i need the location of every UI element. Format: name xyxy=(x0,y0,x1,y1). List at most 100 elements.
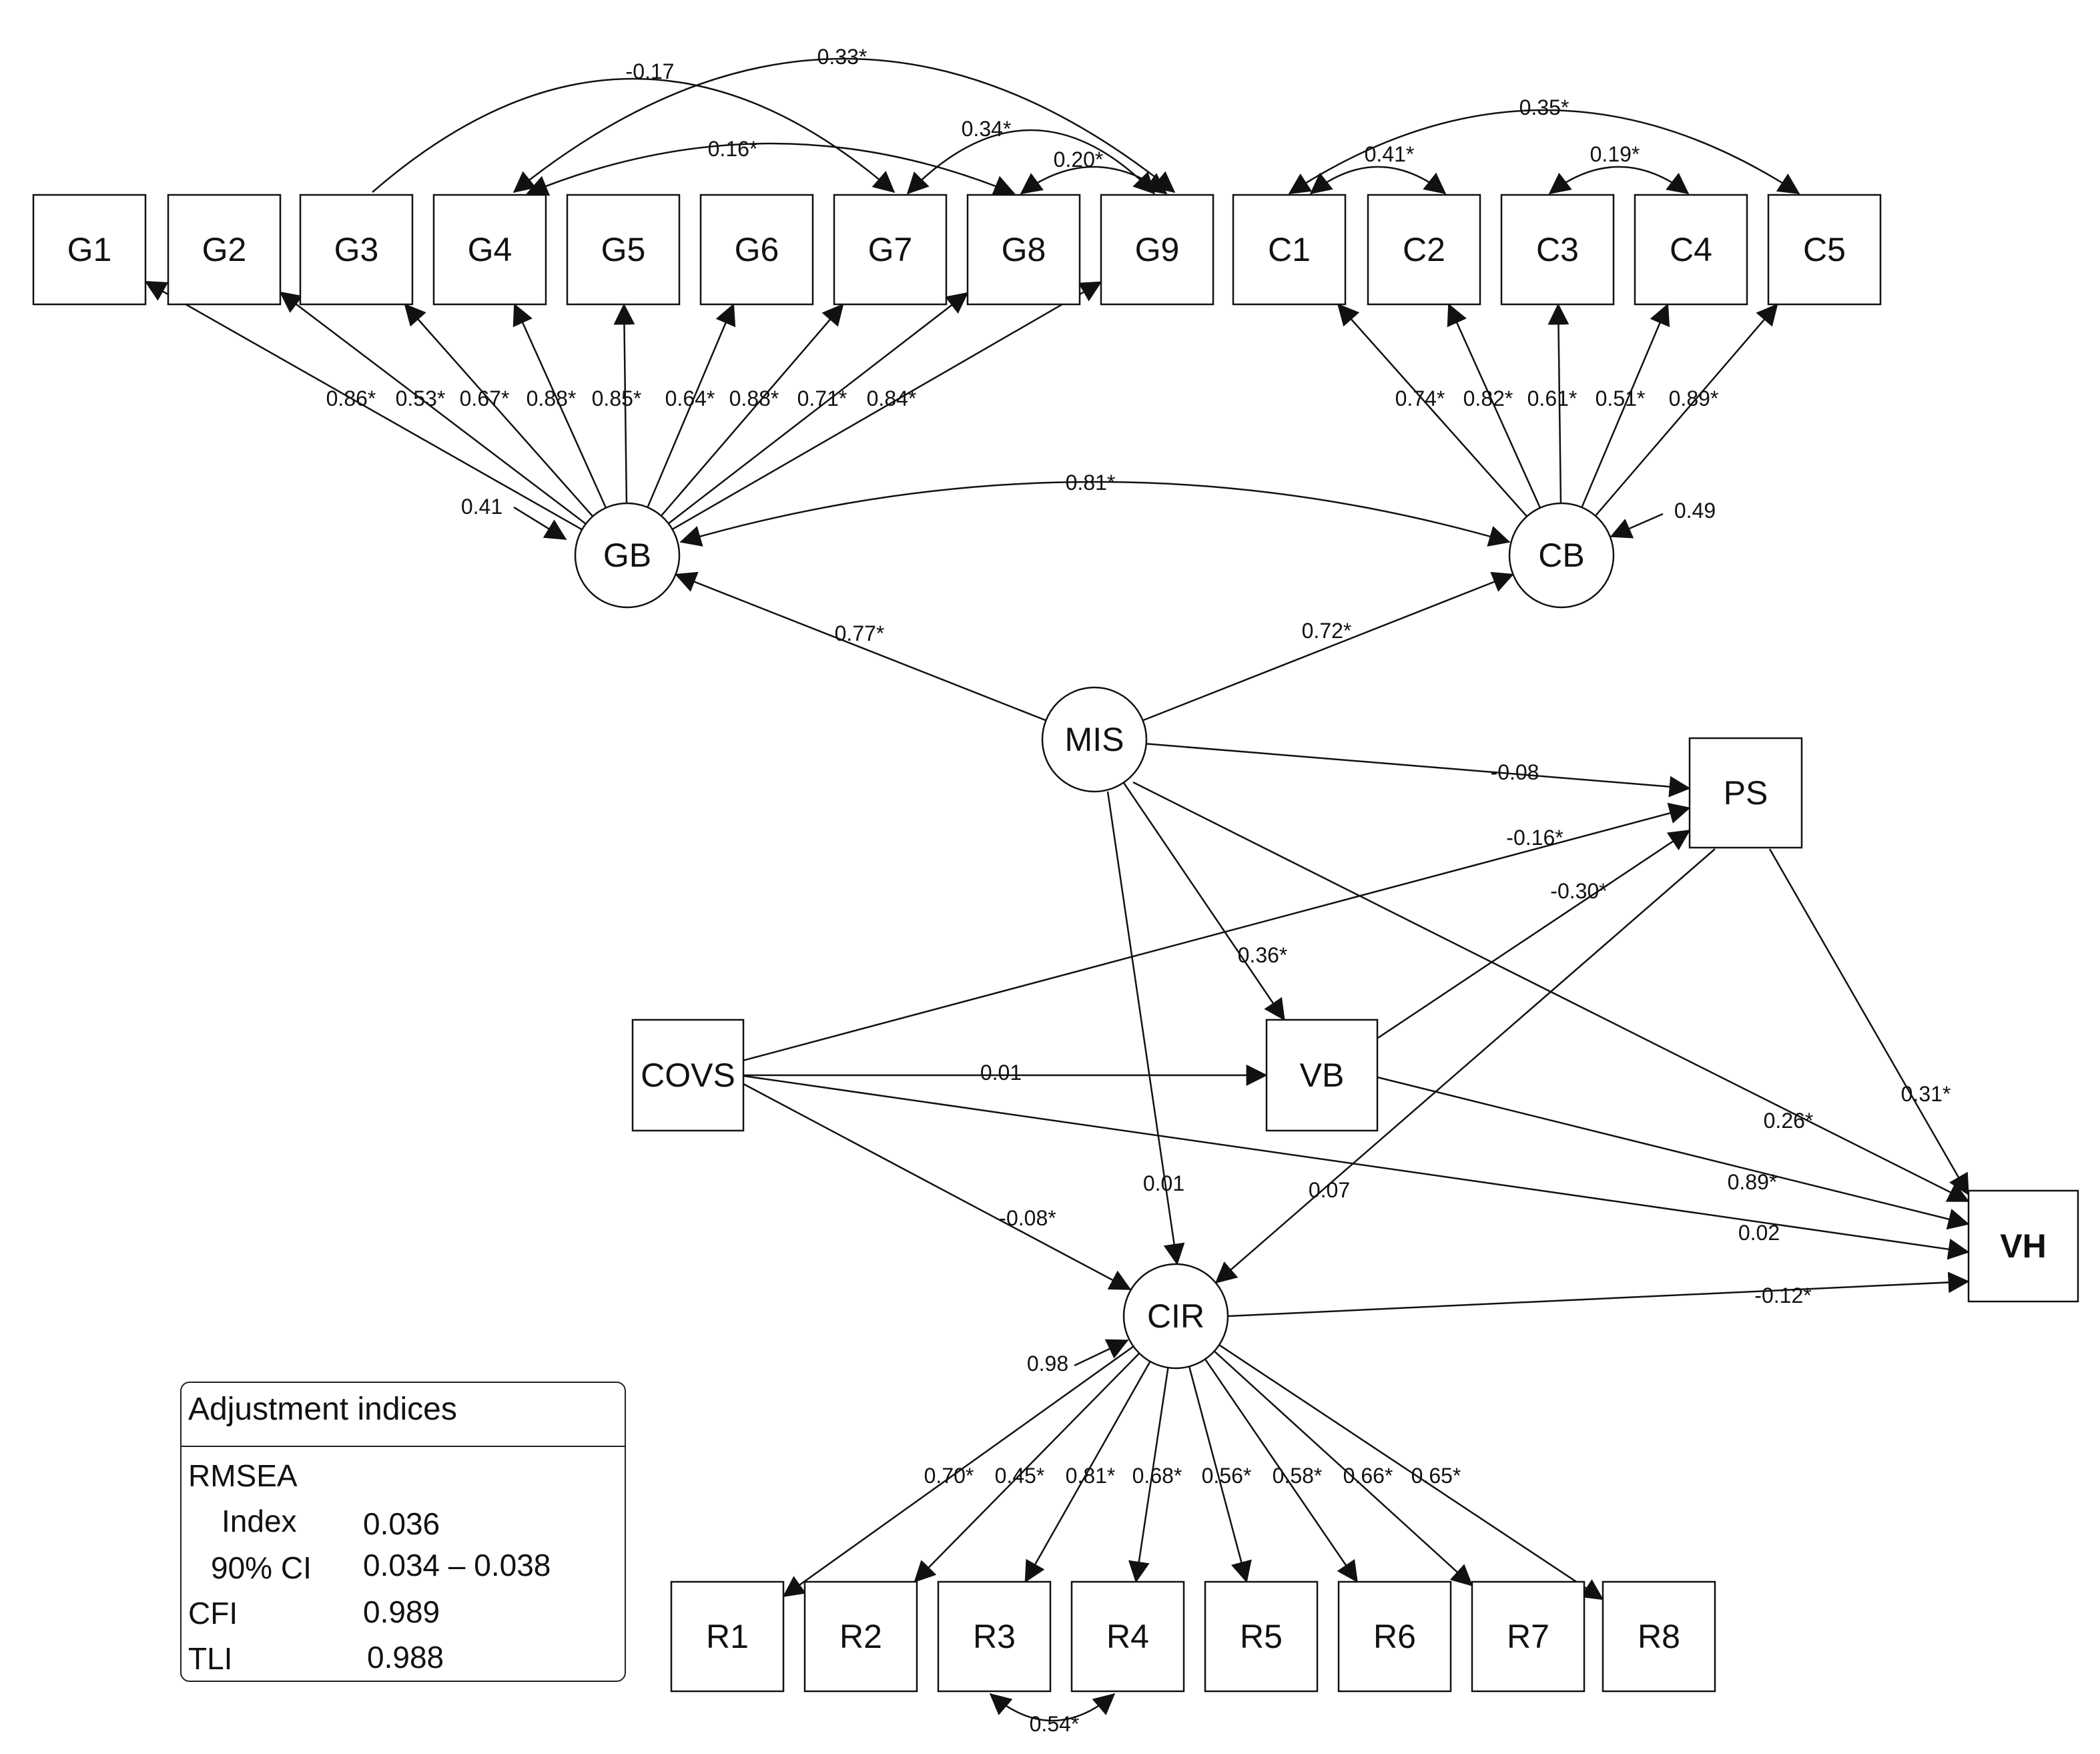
path-mis-vh-value: 0.26* xyxy=(1764,1109,1814,1133)
observed-variable-vh-box xyxy=(1967,1189,2079,1303)
path-covs-vh-value: 0.02 xyxy=(1738,1221,1780,1245)
path-vb-vh xyxy=(1377,1076,1970,1230)
observed-variable-g7-label: G7 xyxy=(868,231,913,268)
cov-g4-g9-value: 0.33* xyxy=(817,45,867,69)
cov-gb-cb xyxy=(679,481,1511,547)
path-mis-cb xyxy=(1142,571,1514,721)
observed-variable-g7-box xyxy=(833,194,948,306)
latent-variable-cir-circle xyxy=(1122,1263,1229,1370)
loading-cb-c1 xyxy=(1337,303,1528,517)
path-vb-vh-value: 0.89* xyxy=(1728,1170,1778,1194)
observed-variable-r8-box xyxy=(1602,1580,1716,1693)
loading-cir-r5 xyxy=(1188,1366,1252,1583)
loading-cir-r2 xyxy=(914,1352,1140,1583)
tli-value: 0.988 xyxy=(367,1640,444,1675)
loading-cir-r4-value: 0.68* xyxy=(1132,1464,1182,1488)
fit-indices-title: Adjustment indices xyxy=(182,1383,625,1447)
loading-cb-c4 xyxy=(1581,303,1670,508)
observed-variable-g5-label: G5 xyxy=(601,231,646,268)
cov-g3-g7-value: -0.17 xyxy=(626,59,675,83)
observed-variable-r3-label: R3 xyxy=(973,1618,1016,1655)
loading-cir-r1 xyxy=(782,1346,1134,1598)
observed-variable-r1-label: R1 xyxy=(706,1618,749,1655)
observed-variable-g6-label: G6 xyxy=(735,231,779,268)
loading-cb-c4-value: 0.51* xyxy=(1596,386,1646,410)
latent-variable-cb-circle xyxy=(1508,502,1615,609)
observed-variable-g2-label: G2 xyxy=(202,231,247,268)
observed-variable-r3-box xyxy=(937,1580,1052,1693)
loading-cir-r7 xyxy=(1213,1350,1473,1586)
latent-variable-cb-label: CB xyxy=(1538,537,1584,574)
error-cb-value: 0.49 xyxy=(1674,499,1716,523)
cov-g7-g9 xyxy=(906,129,1156,195)
path-ps-vh xyxy=(1768,848,1970,1196)
latent-variable-gb-circle xyxy=(574,502,681,609)
path-vb-ps-value: -0.30* xyxy=(1550,879,1607,903)
observed-variable-g1-box xyxy=(32,194,147,306)
observed-variable-g8-label: G8 xyxy=(1002,231,1046,268)
cov-g4-g9 xyxy=(512,57,1176,194)
loading-cir-r3-value: 0.81* xyxy=(1066,1464,1116,1488)
path-mis-vb xyxy=(1122,782,1285,1021)
loading-cir-r8-value: 0.65* xyxy=(1411,1464,1461,1488)
path-gb-cb-value: 0.81* xyxy=(1066,471,1116,495)
observed-variable-g8-box xyxy=(966,194,1081,306)
cov-g4-g8-value: 0.16* xyxy=(708,137,758,161)
cov-g3-g7 xyxy=(372,77,896,194)
path-cir-vh xyxy=(1227,1271,1970,1318)
observed-variable-g4-box xyxy=(432,194,547,306)
loading-gb-g1-value: 0.86* xyxy=(326,386,376,410)
loading-gb-g2 xyxy=(279,291,587,525)
loading-gb-g4-value: 0.88* xyxy=(527,386,577,410)
observed-variable-r6-label: R6 xyxy=(1373,1618,1416,1655)
observed-variable-c5-box xyxy=(1767,194,1882,306)
observed-variable-ps-box xyxy=(1688,737,1803,849)
path-mis-ps xyxy=(1146,743,1691,798)
error-arrow-gb xyxy=(513,506,567,541)
latent-variable-cir-label: CIR xyxy=(1147,1297,1204,1335)
observed-variable-c5-label: C5 xyxy=(1803,231,1846,268)
cov-c1-c2 xyxy=(1309,166,1447,194)
loading-cb-c3 xyxy=(1547,303,1569,504)
cov-g4-g8 xyxy=(526,142,1016,196)
path-mis-cb-value: 0.72* xyxy=(1302,619,1352,643)
cov-c3-c4 xyxy=(1548,166,1690,194)
observed-variable-g2-box xyxy=(167,194,282,306)
loading-gb-g9 xyxy=(671,281,1102,531)
loading-gb-g8 xyxy=(668,292,969,525)
path-mis-gb xyxy=(675,571,1046,721)
path-covs-cir xyxy=(743,1083,1132,1291)
latent-variable-gb-label: GB xyxy=(603,537,651,574)
observed-variable-r2-box xyxy=(803,1580,918,1693)
loading-gb-g7 xyxy=(660,303,844,517)
cov-g8-g9 xyxy=(1020,166,1168,195)
observed-variable-c1-box xyxy=(1232,194,1347,306)
loading-cir-r1-value: 0.70* xyxy=(924,1464,974,1488)
observed-variable-g1-label: G1 xyxy=(67,231,112,268)
observed-variable-g3-label: G3 xyxy=(334,231,379,268)
fit-indices-panel: Adjustment indices RMSEA Index 0.036 90%… xyxy=(180,1382,626,1682)
error-gb-value: 0.41 xyxy=(461,495,502,519)
cov-c1-c5 xyxy=(1288,109,1800,195)
observed-variable-vh-label: VH xyxy=(2000,1227,2046,1265)
loading-cb-c3-value: 0.61* xyxy=(1527,386,1578,410)
loading-cir-r2-value: 0.45* xyxy=(995,1464,1045,1488)
cfi-label: CFI xyxy=(188,1596,238,1631)
loading-gb-g7-value: 0.88* xyxy=(729,386,779,410)
path-covs-vb-value: 0.01 xyxy=(980,1061,1022,1085)
rmsea-ci-label: 90% CI xyxy=(211,1550,312,1585)
loading-gb-g6 xyxy=(647,303,736,508)
observed-variable-covs-label: COVS xyxy=(641,1057,735,1094)
path-mis-cir-value: 0.01 xyxy=(1143,1171,1184,1195)
path-vb-ps xyxy=(1377,829,1691,1039)
loading-gb-g6-value: 0.64* xyxy=(665,386,715,410)
loading-gb-g3-value: 0.67* xyxy=(460,386,510,410)
cov-c1-c2-value: 0.41* xyxy=(1365,142,1415,166)
cov-g8-g9-value: 0.20* xyxy=(1054,148,1104,172)
loading-cir-r6-value: 0.58* xyxy=(1273,1464,1323,1488)
observed-variable-r4-label: R4 xyxy=(1106,1618,1149,1655)
path-cir-vh-value: -0.12* xyxy=(1754,1283,1811,1307)
path-covs-vh xyxy=(743,1075,1970,1260)
loading-cb-c5-value: 0.89* xyxy=(1669,386,1719,410)
